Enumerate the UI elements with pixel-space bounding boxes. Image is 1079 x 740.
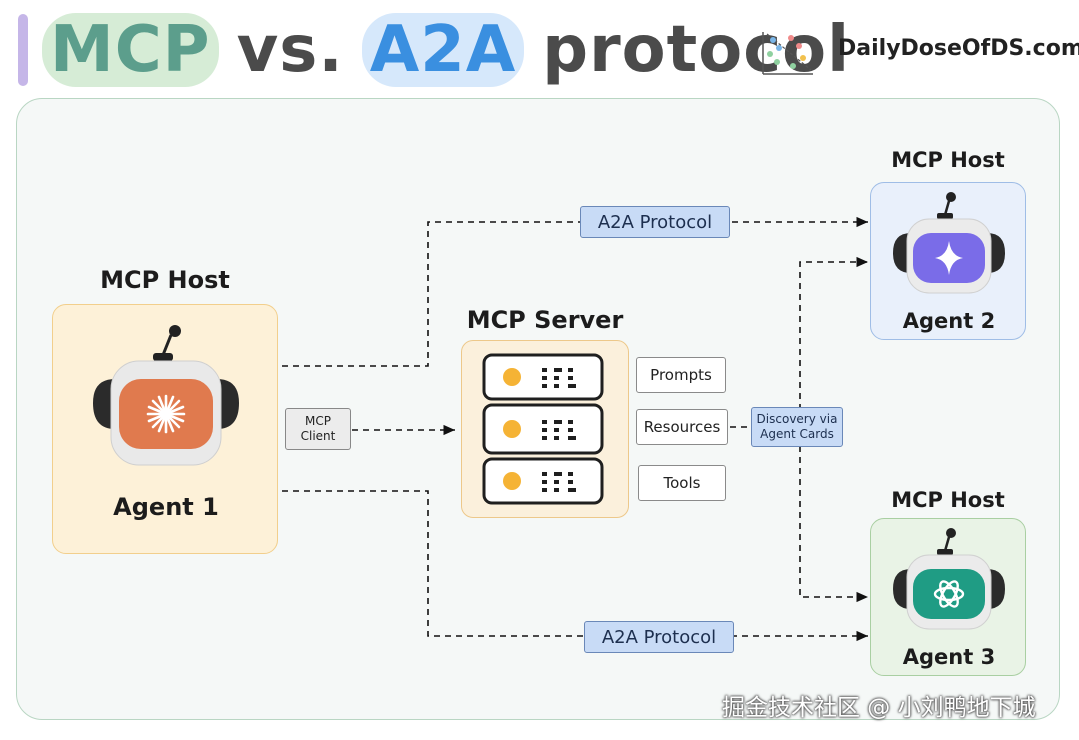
agent2-name: Agent 2 [902,309,996,333]
agent1-name: Agent 1 [113,493,219,521]
title-vs: vs. [236,13,344,87]
capability-prompts: Prompts [636,357,726,393]
sparkle-star-icon [935,241,963,275]
discovery-line-1: Discovery via [756,412,838,426]
title-accent-bar [18,14,28,86]
mcp-server-label: MCP Server [466,306,624,334]
agent1-robot-icon [93,325,239,466]
title-a2a: A2A [361,13,525,87]
title-mcp: MCP [42,13,219,87]
server-rack-icon [482,353,604,505]
agent3-host-label: MCP Host [891,488,1005,512]
a2a-protocol-bottom-label: A2A Protocol [584,621,734,653]
spark-burst-icon [146,394,186,434]
agent1-card: Agent 1 [52,304,278,554]
a2a-protocol-top-label: A2A Protocol [580,206,730,238]
watermark: 掘金技术社区 @ 小刘鸭地下城 [722,695,1036,721]
agent3-robot-icon [893,528,1005,630]
discovery-agent-cards-label: Discovery via Agent Cards [751,407,843,447]
capability-tools: Tools [638,465,726,501]
capability-resources: Resources [636,409,728,445]
discovery-up-line [799,256,868,410]
agent3-face [913,569,985,619]
agent2-robot-icon [893,192,1005,294]
mcp-server-card [461,340,629,518]
agent3-name: Agent 3 [902,645,996,669]
scatter-chart-icon [762,32,813,75]
discovery-down-line [799,446,868,603]
brand-name: DailyDoseOfDS.com [838,36,1079,61]
mcp-client-line-1: MCP [305,414,331,428]
agent3-card: Agent 3 [870,518,1026,676]
openai-knot-icon [933,580,965,608]
mcp-client-label: MCP Client [285,408,351,450]
discovery-line-2: Agent Cards [760,427,834,441]
agent1-host-label: MCP Host [100,266,230,294]
agent2-card: Agent 2 [870,182,1026,340]
mcp-client-line-2: Client [300,429,336,443]
agent2-host-label: MCP Host [891,148,1005,172]
